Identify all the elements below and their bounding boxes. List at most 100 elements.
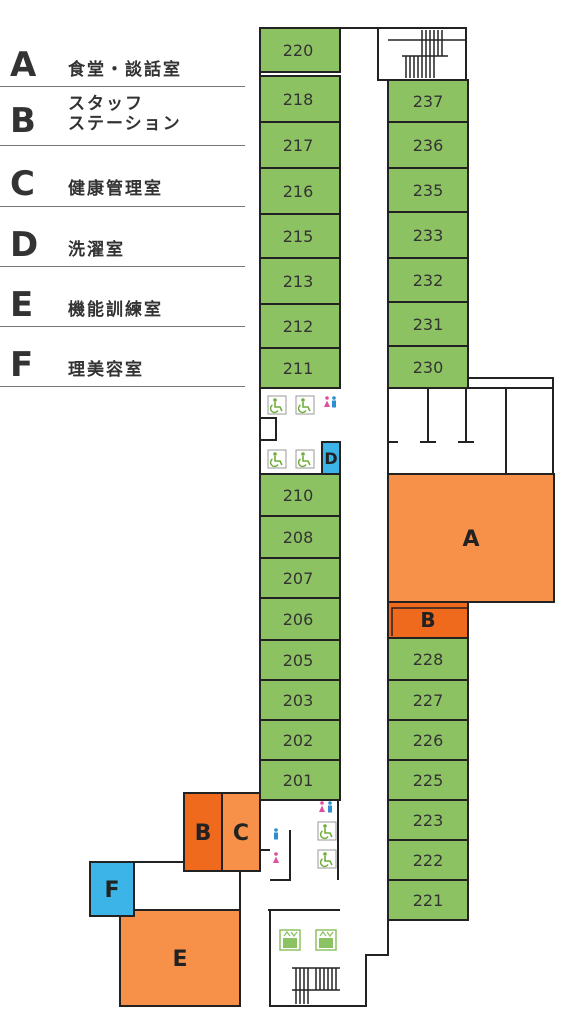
room-221[interactable]: 221 (387, 879, 469, 921)
legend-letter: D (10, 225, 39, 265)
counter-line (391, 607, 468, 636)
room-227[interactable]: 227 (387, 679, 469, 721)
zone-f-barber[interactable]: F (89, 861, 135, 917)
room-number: 210 (283, 486, 314, 505)
room-box (387, 799, 469, 841)
room-number: 217 (283, 136, 314, 155)
room-235[interactable]: 235 (387, 167, 469, 213)
room-212[interactable]: 212 (259, 303, 341, 349)
room-215[interactable]: 215 (259, 213, 341, 259)
room-box (259, 639, 341, 681)
room-number: 211 (283, 359, 314, 378)
room-box (259, 679, 341, 721)
room-number: 205 (283, 651, 314, 670)
room-number: 213 (283, 272, 314, 291)
room-210[interactable]: 210 (259, 473, 341, 517)
room-box (387, 345, 469, 389)
room-box (387, 211, 469, 259)
room-box (259, 27, 341, 73)
room-number: 201 (283, 771, 314, 790)
room-218[interactable]: 218 (259, 75, 341, 123)
room-box (259, 515, 341, 559)
room-237[interactable]: 237 (387, 79, 469, 123)
wheelchair-icon (295, 395, 315, 415)
room-203[interactable]: 203 (259, 679, 341, 721)
room-number: 232 (413, 271, 444, 290)
room-number: 236 (413, 136, 444, 155)
zone-a-dining[interactable]: A (387, 473, 555, 603)
room-number: 231 (413, 315, 444, 334)
room-box (259, 303, 341, 349)
room-225[interactable]: 225 (387, 759, 469, 801)
room-206[interactable]: 206 (259, 597, 341, 641)
legend-label: 機能訓練室 (68, 300, 163, 320)
zone-label: B (420, 608, 435, 632)
room-233[interactable]: 233 (387, 211, 469, 259)
zone-box (387, 473, 555, 603)
legend-row-e: E 機能訓練室 (0, 266, 245, 327)
zone-label: E (172, 947, 187, 972)
room-number: 226 (413, 731, 444, 750)
zone-b-staff-station[interactable]: B (183, 792, 223, 872)
room-number: 203 (283, 691, 314, 710)
female-icon (324, 396, 330, 407)
room-232[interactable]: 232 (387, 257, 469, 303)
room-box (259, 719, 341, 761)
room-228[interactable]: 228 (387, 637, 469, 681)
room-205[interactable]: 205 (259, 639, 341, 681)
room-box (259, 347, 341, 389)
room-220[interactable]: 220 (259, 27, 341, 73)
room-box (259, 557, 341, 599)
room-number: 215 (283, 227, 314, 246)
room-226[interactable]: 226 (387, 719, 469, 761)
room-number: 202 (283, 731, 314, 750)
room-box (387, 167, 469, 213)
room-222[interactable]: 222 (387, 839, 469, 881)
room-208[interactable]: 208 (259, 515, 341, 559)
female-icon (273, 852, 279, 863)
room-number: 216 (283, 182, 314, 201)
room-box (259, 121, 341, 169)
facility-icons (267, 395, 337, 951)
room-number: 225 (413, 771, 444, 790)
wheelchair-icon (267, 449, 287, 469)
legend-letter: C (10, 164, 35, 204)
zone-label: C (233, 821, 249, 846)
room-number: 206 (283, 610, 314, 629)
legend-label: 健康管理室 (68, 179, 163, 199)
room-223[interactable]: 223 (387, 799, 469, 841)
room-213[interactable]: 213 (259, 257, 341, 305)
zone-e-training-room[interactable]: E (119, 909, 241, 1007)
zone-box (221, 792, 261, 872)
male-icon (328, 801, 332, 813)
room-box (387, 257, 469, 303)
zone-box (321, 441, 341, 475)
elevator-icon (279, 929, 301, 951)
room-201[interactable]: 201 (259, 759, 341, 801)
wheelchair-icon (295, 449, 315, 469)
legend-label: 食堂・談話室 (68, 60, 182, 80)
room-box (387, 637, 469, 681)
zone-c-health-room[interactable]: C (221, 792, 261, 872)
legend-label: 理美容室 (68, 360, 144, 380)
legend-letter: A (10, 45, 37, 85)
room-211[interactable]: 211 (259, 347, 341, 389)
zone-label: B (195, 821, 212, 846)
room-230[interactable]: 230 (387, 345, 469, 389)
room-207[interactable]: 207 (259, 557, 341, 599)
room-box (259, 473, 341, 517)
zone-box (119, 909, 241, 1007)
room-216[interactable]: 216 (259, 167, 341, 215)
room-231[interactable]: 231 (387, 301, 469, 347)
zone-d-laundry[interactable]: D (321, 441, 341, 475)
male-icon (274, 828, 278, 840)
room-number: 237 (413, 92, 444, 111)
room-202[interactable]: 202 (259, 719, 341, 761)
legend-row-d: D 洗濯室 (0, 206, 245, 267)
room-box (259, 759, 341, 801)
room-217[interactable]: 217 (259, 121, 341, 169)
room-number: 221 (413, 891, 444, 910)
room-236[interactable]: 236 (387, 121, 469, 169)
